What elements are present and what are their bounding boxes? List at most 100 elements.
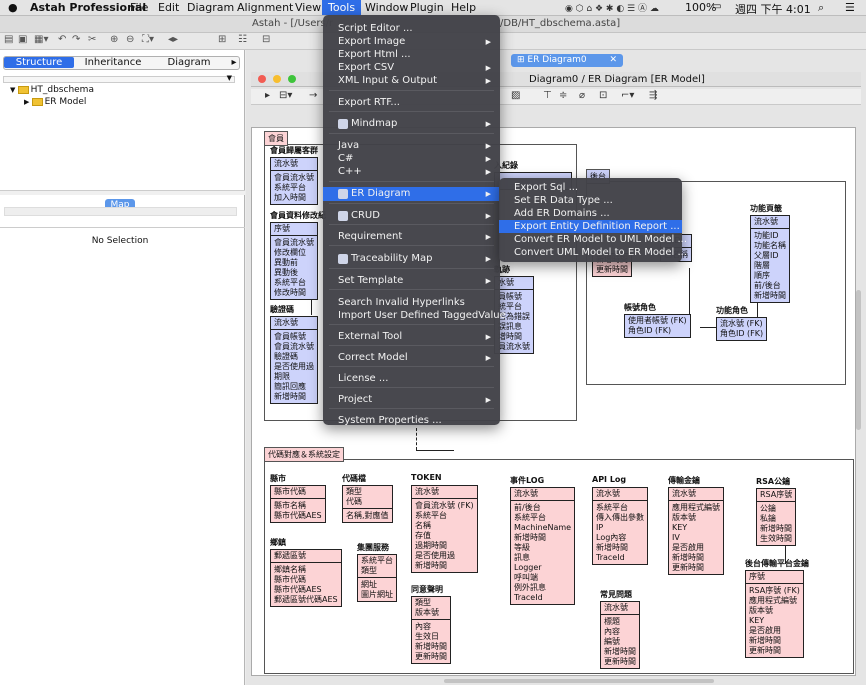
entity-box[interactable]: 縣市代碼縣市名稱縣市代碼AES <box>270 485 326 523</box>
entity-box[interactable]: 系統平台類型網址圖片網址 <box>357 554 397 602</box>
menu-tools[interactable]: Tools <box>322 0 362 15</box>
diagram-tab[interactable]: ⊞ ER Diagram0✕ <box>511 54 623 67</box>
tools-menu-item[interactable]: License ... <box>323 372 500 386</box>
tools-menu-item[interactable]: CRUD▶ <box>323 209 500 223</box>
search-icon[interactable]: ⌕ <box>818 1 825 14</box>
package-codes[interactable] <box>264 459 854 674</box>
tab-diagram[interactable]: Diagram <box>167 57 211 68</box>
properties-divider[interactable] <box>0 227 245 231</box>
package-backend[interactable] <box>586 181 846 385</box>
tools-menu-item[interactable]: External Tool▶ <box>323 330 500 344</box>
color-tool-icon[interactable]: ⌀ <box>579 90 586 101</box>
tools-menu-item[interactable]: System Properties ... <box>323 414 500 428</box>
zoom-fit-icon[interactable]: ⛶▾ <box>142 34 155 45</box>
menu-plugin[interactable]: Plugin <box>410 1 444 14</box>
menu-view[interactable]: View <box>295 1 322 14</box>
align-icon[interactable]: ☷ <box>238 34 247 45</box>
entity-box[interactable]: 使用者帳號 (FK)角色ID (FK) <box>624 314 691 338</box>
tools-menu-item[interactable]: Correct Model▶ <box>323 351 500 365</box>
tools-menu-item[interactable]: Project▶ <box>323 393 500 407</box>
tools-menu-item[interactable]: Export Html ... <box>323 48 500 62</box>
undo-icon[interactable]: ↶ <box>58 34 67 45</box>
tools-menu-item[interactable]: Mindmap▶ <box>323 117 500 131</box>
entity-box[interactable]: 序號會員流水號修改欄位異動前異動後系統平台修改時間 <box>270 222 318 300</box>
er-submenu-item[interactable]: Export Sql ... <box>499 181 682 194</box>
new-icon[interactable]: ▤ <box>4 34 14 45</box>
tree-expand-icon[interactable]: ▼ <box>10 86 18 94</box>
tree-collapse-icon[interactable]: ▶ <box>24 98 32 106</box>
tools-menu-item[interactable]: ER Diagram▶ <box>323 187 500 201</box>
layout-icon[interactable]: ⊞ <box>218 34 227 45</box>
tools-menu-item[interactable]: C#▶ <box>323 152 500 166</box>
menu-help[interactable]: Help <box>451 1 477 14</box>
er-submenu-item[interactable]: Export Entity Definition Report ... <box>499 220 682 233</box>
er-submenu-item[interactable]: Set ER Data Type ... <box>499 194 682 207</box>
align-top-icon[interactable]: ⊤ <box>543 90 552 101</box>
entity-box[interactable]: 流水號標題內容編號新增時間更新時間 <box>600 601 640 669</box>
entity-box[interactable]: 類型版本號內容生效日新增時間更新時間 <box>411 596 451 664</box>
minimize-dot[interactable] <box>273 75 281 83</box>
open-icon[interactable]: ▣ <box>18 34 28 45</box>
maximize-dot[interactable] <box>288 75 296 83</box>
tools-menu-item[interactable]: Search Invalid Hyperlinks <box>323 296 500 310</box>
vertical-scrollbar[interactable] <box>856 290 861 430</box>
tools-menu-item[interactable]: Traceability Map▶ <box>323 252 500 266</box>
save-icon[interactable]: ▦▾ <box>34 34 49 45</box>
line-style-icon[interactable]: ⌐▾ <box>621 90 635 101</box>
tree-root[interactable]: ▼ HT_dbschema <box>10 85 94 95</box>
tools-menu-item[interactable]: Import User Defined TaggedValue <box>323 309 506 323</box>
back-icon[interactable]: ◂▸ <box>168 34 179 45</box>
tools-menu-item[interactable]: Export Image▶ <box>323 35 500 49</box>
menu-window[interactable]: Window <box>365 1 409 14</box>
entity-box[interactable]: 流水號 (FK)角色ID (FK) <box>716 317 768 341</box>
tab-inheritance[interactable]: Inheritance <box>84 57 142 68</box>
er-submenu-item[interactable]: Add ER Domains ... <box>499 207 682 220</box>
tools-menu-item[interactable]: Requirement▶ <box>323 230 500 244</box>
er-submenu-item[interactable]: Convert UML Model to ER Model ... <box>499 246 687 259</box>
entity-box[interactable]: RSA序號公鑰私鑰新增時間生效時間 <box>756 488 797 546</box>
tools-menu-item[interactable]: Export RTF... <box>323 96 500 110</box>
close-tab-icon[interactable]: ✕ <box>609 55 617 65</box>
er-submenu-item[interactable]: Convert ER Model to UML Model ... <box>499 233 687 246</box>
apple-icon[interactable]: ● <box>8 1 18 14</box>
redo-icon[interactable]: ↷ <box>72 34 81 45</box>
tab-more-icon[interactable]: ▸ <box>231 57 237 68</box>
horizontal-scrollbar[interactable] <box>444 679 714 683</box>
relation-tool-icon[interactable]: → <box>309 90 318 101</box>
menu-edit[interactable]: Edit <box>158 1 180 14</box>
menu-extras-icon[interactable]: ☰ <box>845 1 855 14</box>
menu-alignment[interactable]: Alignment <box>237 1 294 14</box>
tab-structure[interactable]: Structure <box>4 57 74 68</box>
select-tool-icon[interactable]: ▸ <box>265 90 271 101</box>
entity-box[interactable]: 流水號會員流水號系統平台加入時間 <box>270 157 318 205</box>
grid-icon[interactable]: ⊟ <box>262 34 271 45</box>
zoom-out-icon[interactable]: ⊖ <box>126 34 135 45</box>
entity-box[interactable]: 流水號會員流水號 (FK)系統平台名稱存值過期時間是否使用過新增時間 <box>411 485 478 573</box>
tools-menu-item[interactable]: Java▶ <box>323 139 500 153</box>
entity-box[interactable]: 水號員帳號統平台否為錯誤誤訊息增時間員流水號 <box>494 276 534 354</box>
note-tool-icon[interactable]: ⊡ <box>599 90 608 101</box>
menu-file[interactable]: File <box>130 1 149 14</box>
tools-menu-item[interactable]: XML Input & Output▶ <box>323 74 500 88</box>
tools-menu-item[interactable]: Set Template▶ <box>323 274 500 288</box>
image-tool-icon[interactable]: ▨ <box>511 90 521 101</box>
tools-menu-item[interactable]: Export CSV▶ <box>323 61 500 75</box>
tools-menu-item[interactable]: Script Editor ... <box>323 22 500 36</box>
tree-item-er-model[interactable]: ▶ ER Model <box>24 97 86 107</box>
menu-diagram[interactable]: Diagram <box>187 1 235 14</box>
entity-box[interactable]: 類型代碼名稱,對應值 <box>342 485 393 523</box>
more-tools-icon[interactable]: ⇶ <box>649 90 658 101</box>
close-dot[interactable] <box>258 75 266 83</box>
pane-divider[interactable] <box>0 190 245 195</box>
entity-tool-icon[interactable]: ⊟▾ <box>279 90 293 101</box>
cut-icon[interactable]: ✂ <box>88 34 97 45</box>
app-menu[interactable]: Astah Professional <box>30 1 147 14</box>
align-middle-icon[interactable]: ≑ <box>559 90 568 101</box>
zoom-in-icon[interactable]: ⊕ <box>110 34 119 45</box>
